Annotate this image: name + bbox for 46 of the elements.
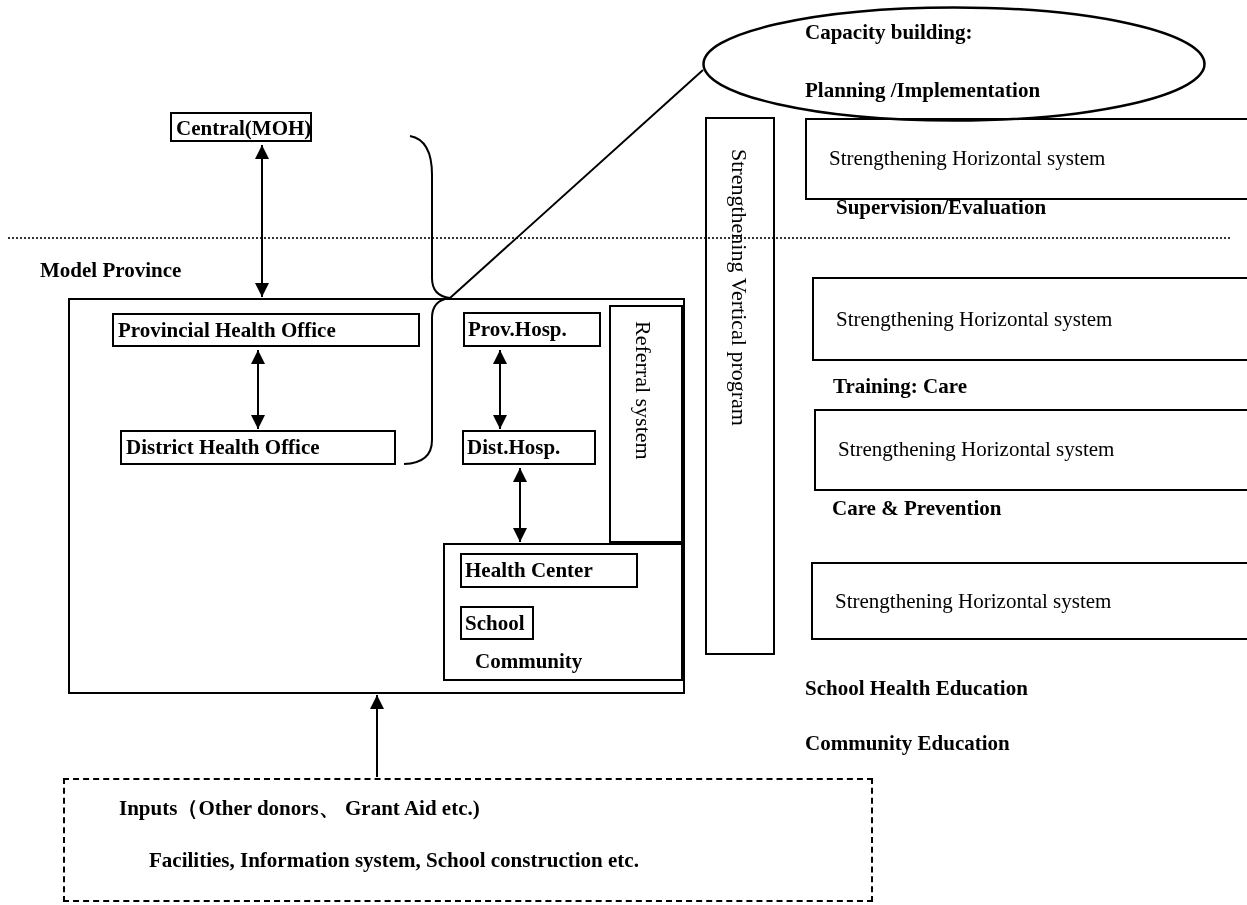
node-label: Strengthening Horizontal system bbox=[836, 307, 1113, 332]
arrow bbox=[251, 349, 265, 430]
horizontal-system-box bbox=[811, 562, 1247, 640]
arrow bbox=[493, 349, 507, 430]
arrow bbox=[513, 467, 527, 543]
hospital-box bbox=[463, 312, 601, 347]
node-label: Referral system bbox=[631, 321, 657, 460]
node-label: Inputs（Other donors、 Grant Aid etc.) bbox=[119, 796, 480, 821]
group-title: Model Province bbox=[40, 258, 182, 283]
facility-box bbox=[460, 553, 638, 588]
node-label: District Health Office bbox=[126, 435, 320, 460]
note-label: Supervision/Evaluation bbox=[836, 195, 1047, 220]
inputs-box bbox=[63, 778, 873, 902]
note-label: Community Education bbox=[805, 731, 1010, 756]
office-box bbox=[112, 313, 420, 347]
node-label: Facilities, Information system, School construction etc. bbox=[149, 848, 639, 873]
office-box bbox=[170, 112, 312, 142]
vertical-program-box bbox=[705, 117, 775, 655]
bracket bbox=[404, 135, 450, 465]
note-label: Care & Prevention bbox=[832, 496, 1002, 521]
node-label: Strengthening Horizontal system bbox=[835, 589, 1112, 614]
node-label: Strengthening Vertical program bbox=[727, 149, 753, 426]
node-label: Prov.Hosp. bbox=[468, 317, 567, 342]
node-label: Central(MOH) bbox=[176, 116, 312, 141]
note-label: Training: Care bbox=[833, 374, 967, 399]
office-box bbox=[120, 430, 396, 465]
node-label: Strengthening Horizontal system bbox=[829, 146, 1106, 171]
horizontal-system-box bbox=[812, 277, 1247, 361]
node-label: Planning /Implementation bbox=[805, 78, 1041, 103]
node-label: Provincial Health Office bbox=[118, 318, 336, 343]
referral-box bbox=[609, 305, 683, 543]
node-label: Strengthening Horizontal system bbox=[838, 437, 1115, 462]
node-label: Health Center bbox=[465, 558, 593, 583]
facility-box bbox=[460, 606, 534, 640]
community-box bbox=[443, 543, 683, 681]
node-label: School bbox=[465, 611, 525, 636]
leader-line bbox=[449, 69, 704, 299]
node-label: Capacity building: bbox=[805, 20, 973, 45]
note-label: School Health Education bbox=[805, 676, 1028, 701]
horizontal-system-box bbox=[814, 409, 1247, 491]
horizontal-system-box bbox=[805, 118, 1247, 200]
node-label: Dist.Hosp. bbox=[467, 435, 561, 460]
arrow bbox=[370, 694, 384, 778]
node-label: Community bbox=[475, 649, 583, 674]
arrow bbox=[255, 144, 269, 298]
hospital-box bbox=[462, 430, 596, 465]
